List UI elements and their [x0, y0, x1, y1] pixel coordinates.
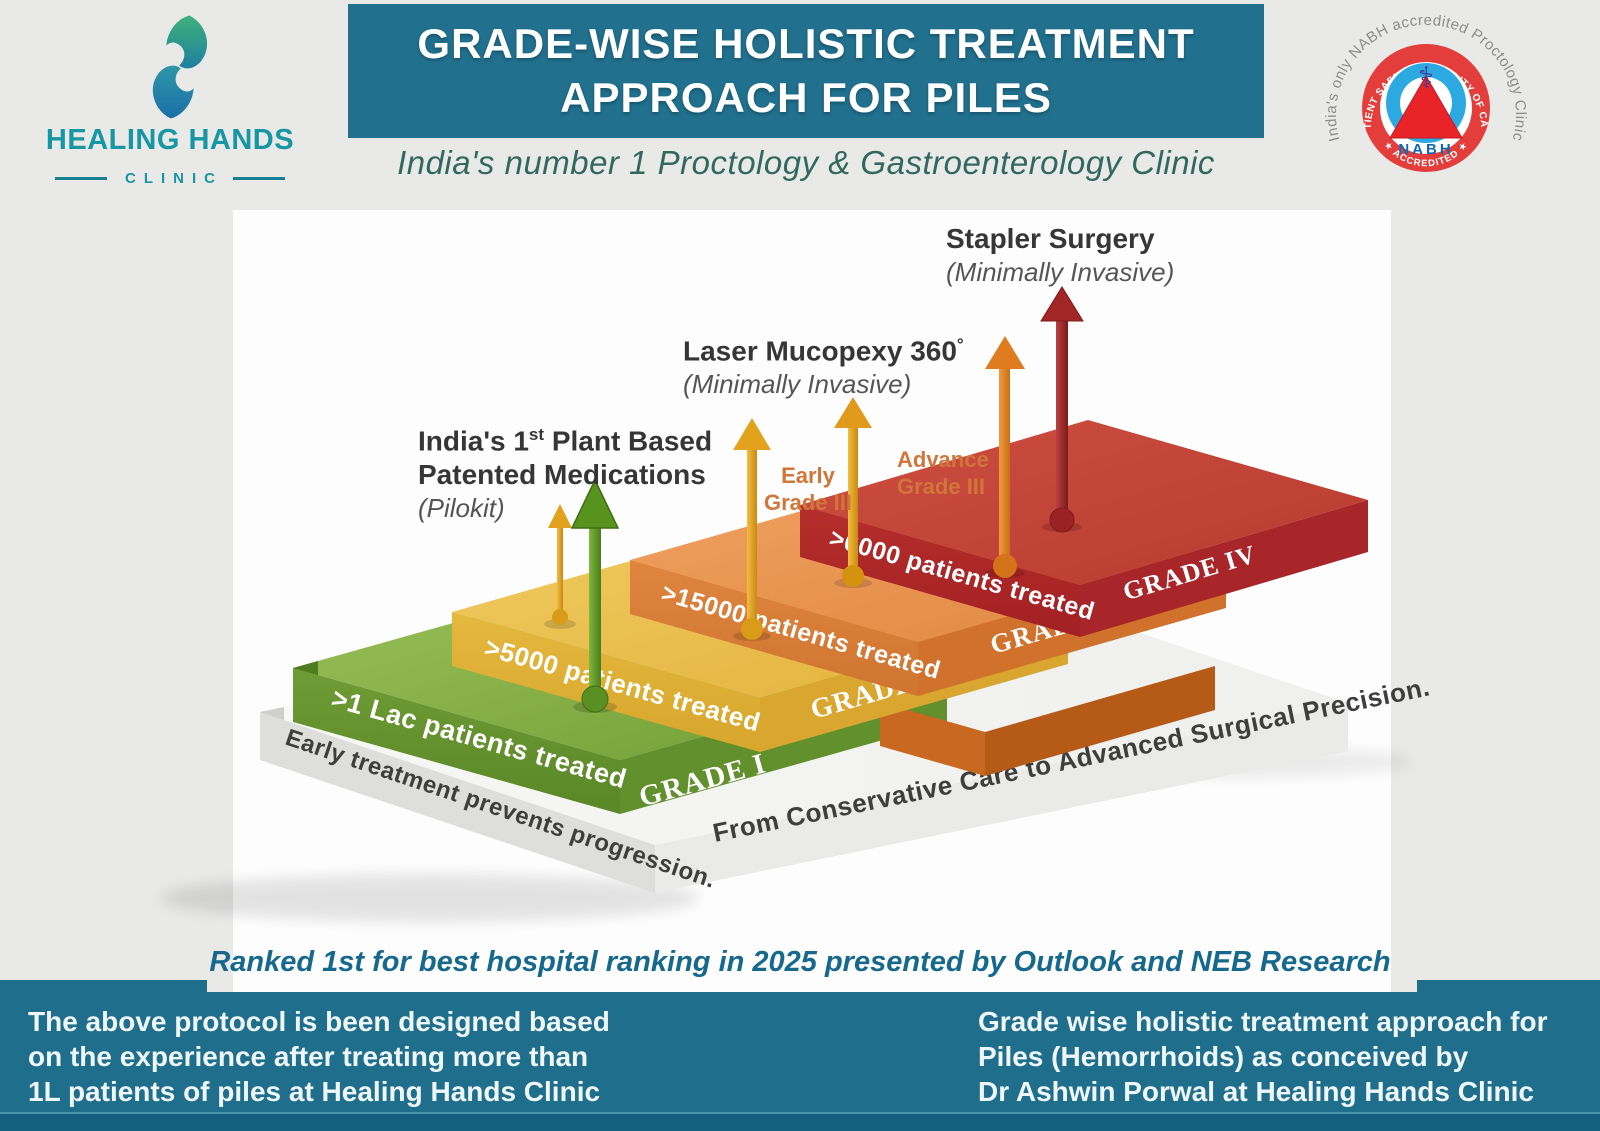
ranking-note: Ranked 1st for best hospital ranking in …	[209, 946, 1391, 978]
title-banner: GRADE-WISE HOLISTIC TREATMENT APPROACH F…	[348, 4, 1264, 138]
pedestal-front-right	[985, 666, 1215, 776]
grade2-front-face	[452, 612, 760, 752]
stapler-subtitle: (Minimally Invasive)	[946, 257, 1175, 287]
grade3-front-face	[630, 560, 918, 696]
stapler-label: Stapler Surgery (Minimally Invasive)	[946, 222, 1174, 289]
title-line-2: APPROACH FOR PILES	[560, 74, 1052, 121]
clinic-word: CLINIC	[125, 170, 223, 187]
right-rule	[233, 177, 285, 180]
stapler-title: Stapler Surgery	[946, 223, 1155, 254]
grade4-side-face	[1080, 500, 1368, 637]
arrow-red-stapler	[1040, 286, 1084, 533]
pilokit-subtitle: (Pilokit)	[418, 493, 505, 524]
footer-left-text: The above protocol is been designed base…	[28, 1006, 610, 1107]
header-subtitle: India's number 1 Proctology & Gastroente…	[397, 144, 1215, 181]
clinic-name: HEALING HANDS	[45, 124, 295, 156]
clinic-subtitle-row: CLINIC	[20, 170, 320, 187]
healing-hands-icon	[152, 15, 208, 119]
arrow-green-pilokit	[570, 478, 620, 713]
caduceus-icon: ⚕	[1418, 62, 1434, 95]
arrow-orange-advance-grade3	[985, 336, 1025, 578]
early-grade3-label: Early Grade III	[763, 463, 853, 515]
arrow-thin-gold	[544, 504, 576, 629]
laser-subtitle: (Minimally Invasive)	[683, 369, 912, 400]
grade1-front-face	[293, 668, 620, 814]
pilokit-label: India's 1st Plant Based Patented Medicat…	[418, 418, 712, 525]
footer-tab-left	[0, 980, 207, 994]
footer	[0, 992, 1600, 1112]
pedestal-front-left	[880, 702, 985, 776]
nabh-badge: India's only NABH accredited Proctology …	[1322, 4, 1529, 172]
grade4-top-face	[800, 420, 1368, 585]
base-front-left-face	[260, 712, 655, 893]
arrow-gold-early-grade3	[834, 397, 872, 588]
grade3-pedestal	[880, 666, 1215, 776]
base-front-right-face	[655, 703, 1348, 893]
footer-right-text: Grade wise holistic treatment approach f…	[978, 1006, 1548, 1107]
footer-tab-right	[1417, 980, 1600, 994]
badge-nabh-text: NABH	[1398, 141, 1453, 158]
arrow-gold-laser	[733, 418, 771, 641]
title-line-1: GRADE-WISE HOLISTIC TREATMENT	[417, 20, 1195, 67]
laser-label: Laser Mucopexy 360° (Minimally Invasive)	[683, 328, 964, 401]
left-rule	[55, 177, 107, 180]
clinic-logo: HEALING HANDS CLINIC	[20, 6, 320, 206]
badge-red-triangle	[1389, 75, 1463, 139]
laser-title: Laser Mucopexy 360°	[683, 335, 964, 367]
pilokit-title-line1: India's 1st Plant Based	[418, 425, 713, 457]
pilokit-title-line2: Patented Medications	[418, 459, 706, 491]
footer-bottom-strip	[0, 1112, 1600, 1131]
grade4-front-face	[800, 505, 1080, 637]
grade4-step: >6000 patients treated GRADE IV	[800, 420, 1368, 637]
base-shadow-left	[160, 874, 700, 922]
advance-grade3-label: Advance Grade III	[897, 447, 989, 499]
